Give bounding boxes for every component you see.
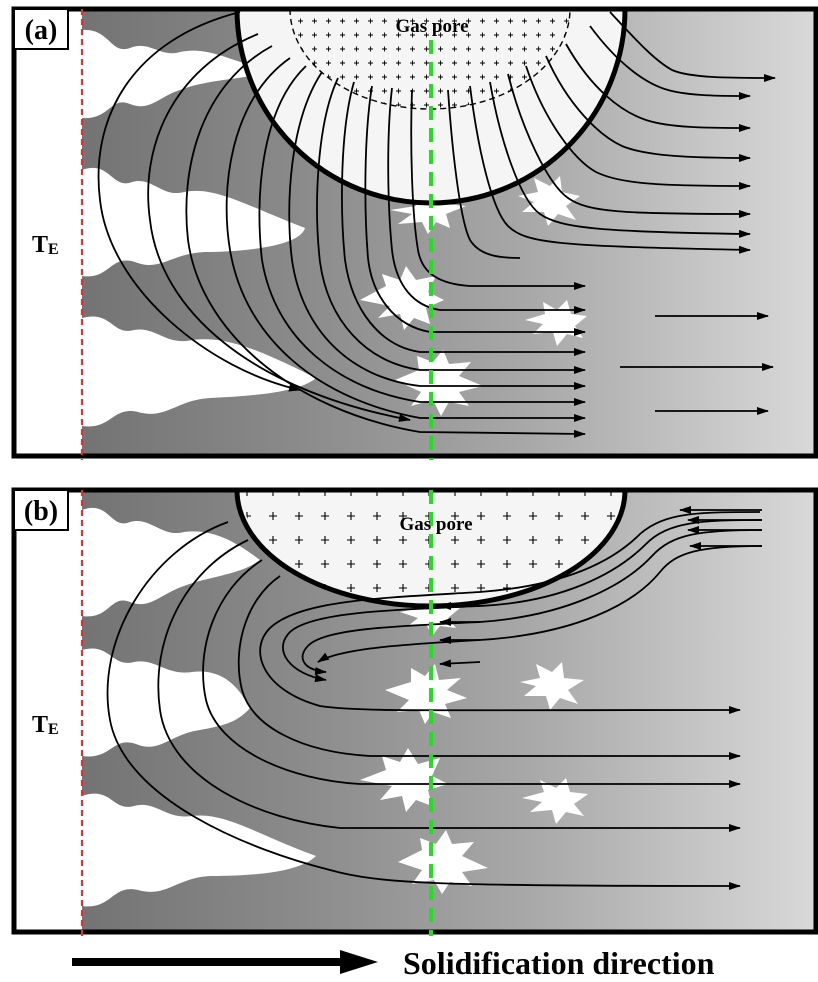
panel-label-box bbox=[13, 8, 69, 50]
panel-label: (a) bbox=[25, 15, 58, 46]
panel-label-box bbox=[13, 489, 69, 531]
te-label: TE bbox=[32, 232, 59, 258]
solidification-direction: Solidification direction bbox=[72, 945, 715, 981]
te-label: TE bbox=[32, 712, 59, 738]
flow-streamlines bbox=[106, 506, 763, 890]
primary-dendrites bbox=[82, 507, 316, 907]
panel-b: (b) Gas pore TE bbox=[11, 487, 818, 936]
panel-a: (a) Gas pore TE bbox=[11, 6, 818, 460]
panel-frame bbox=[11, 487, 818, 935]
solid-region bbox=[14, 490, 82, 932]
panel-frame bbox=[11, 6, 818, 459]
panel-label: (b) bbox=[24, 496, 58, 527]
direction-label: Solidification direction bbox=[403, 945, 715, 981]
gas-pore bbox=[234, 9, 628, 206]
pore-label: Gas pore bbox=[399, 514, 472, 535]
flow-streamlines bbox=[97, 11, 776, 438]
direction-arrow-head bbox=[340, 950, 378, 974]
solid-region bbox=[14, 9, 82, 456]
pore-label: Gas pore bbox=[395, 16, 468, 37]
primary-dendrites bbox=[82, 29, 316, 427]
